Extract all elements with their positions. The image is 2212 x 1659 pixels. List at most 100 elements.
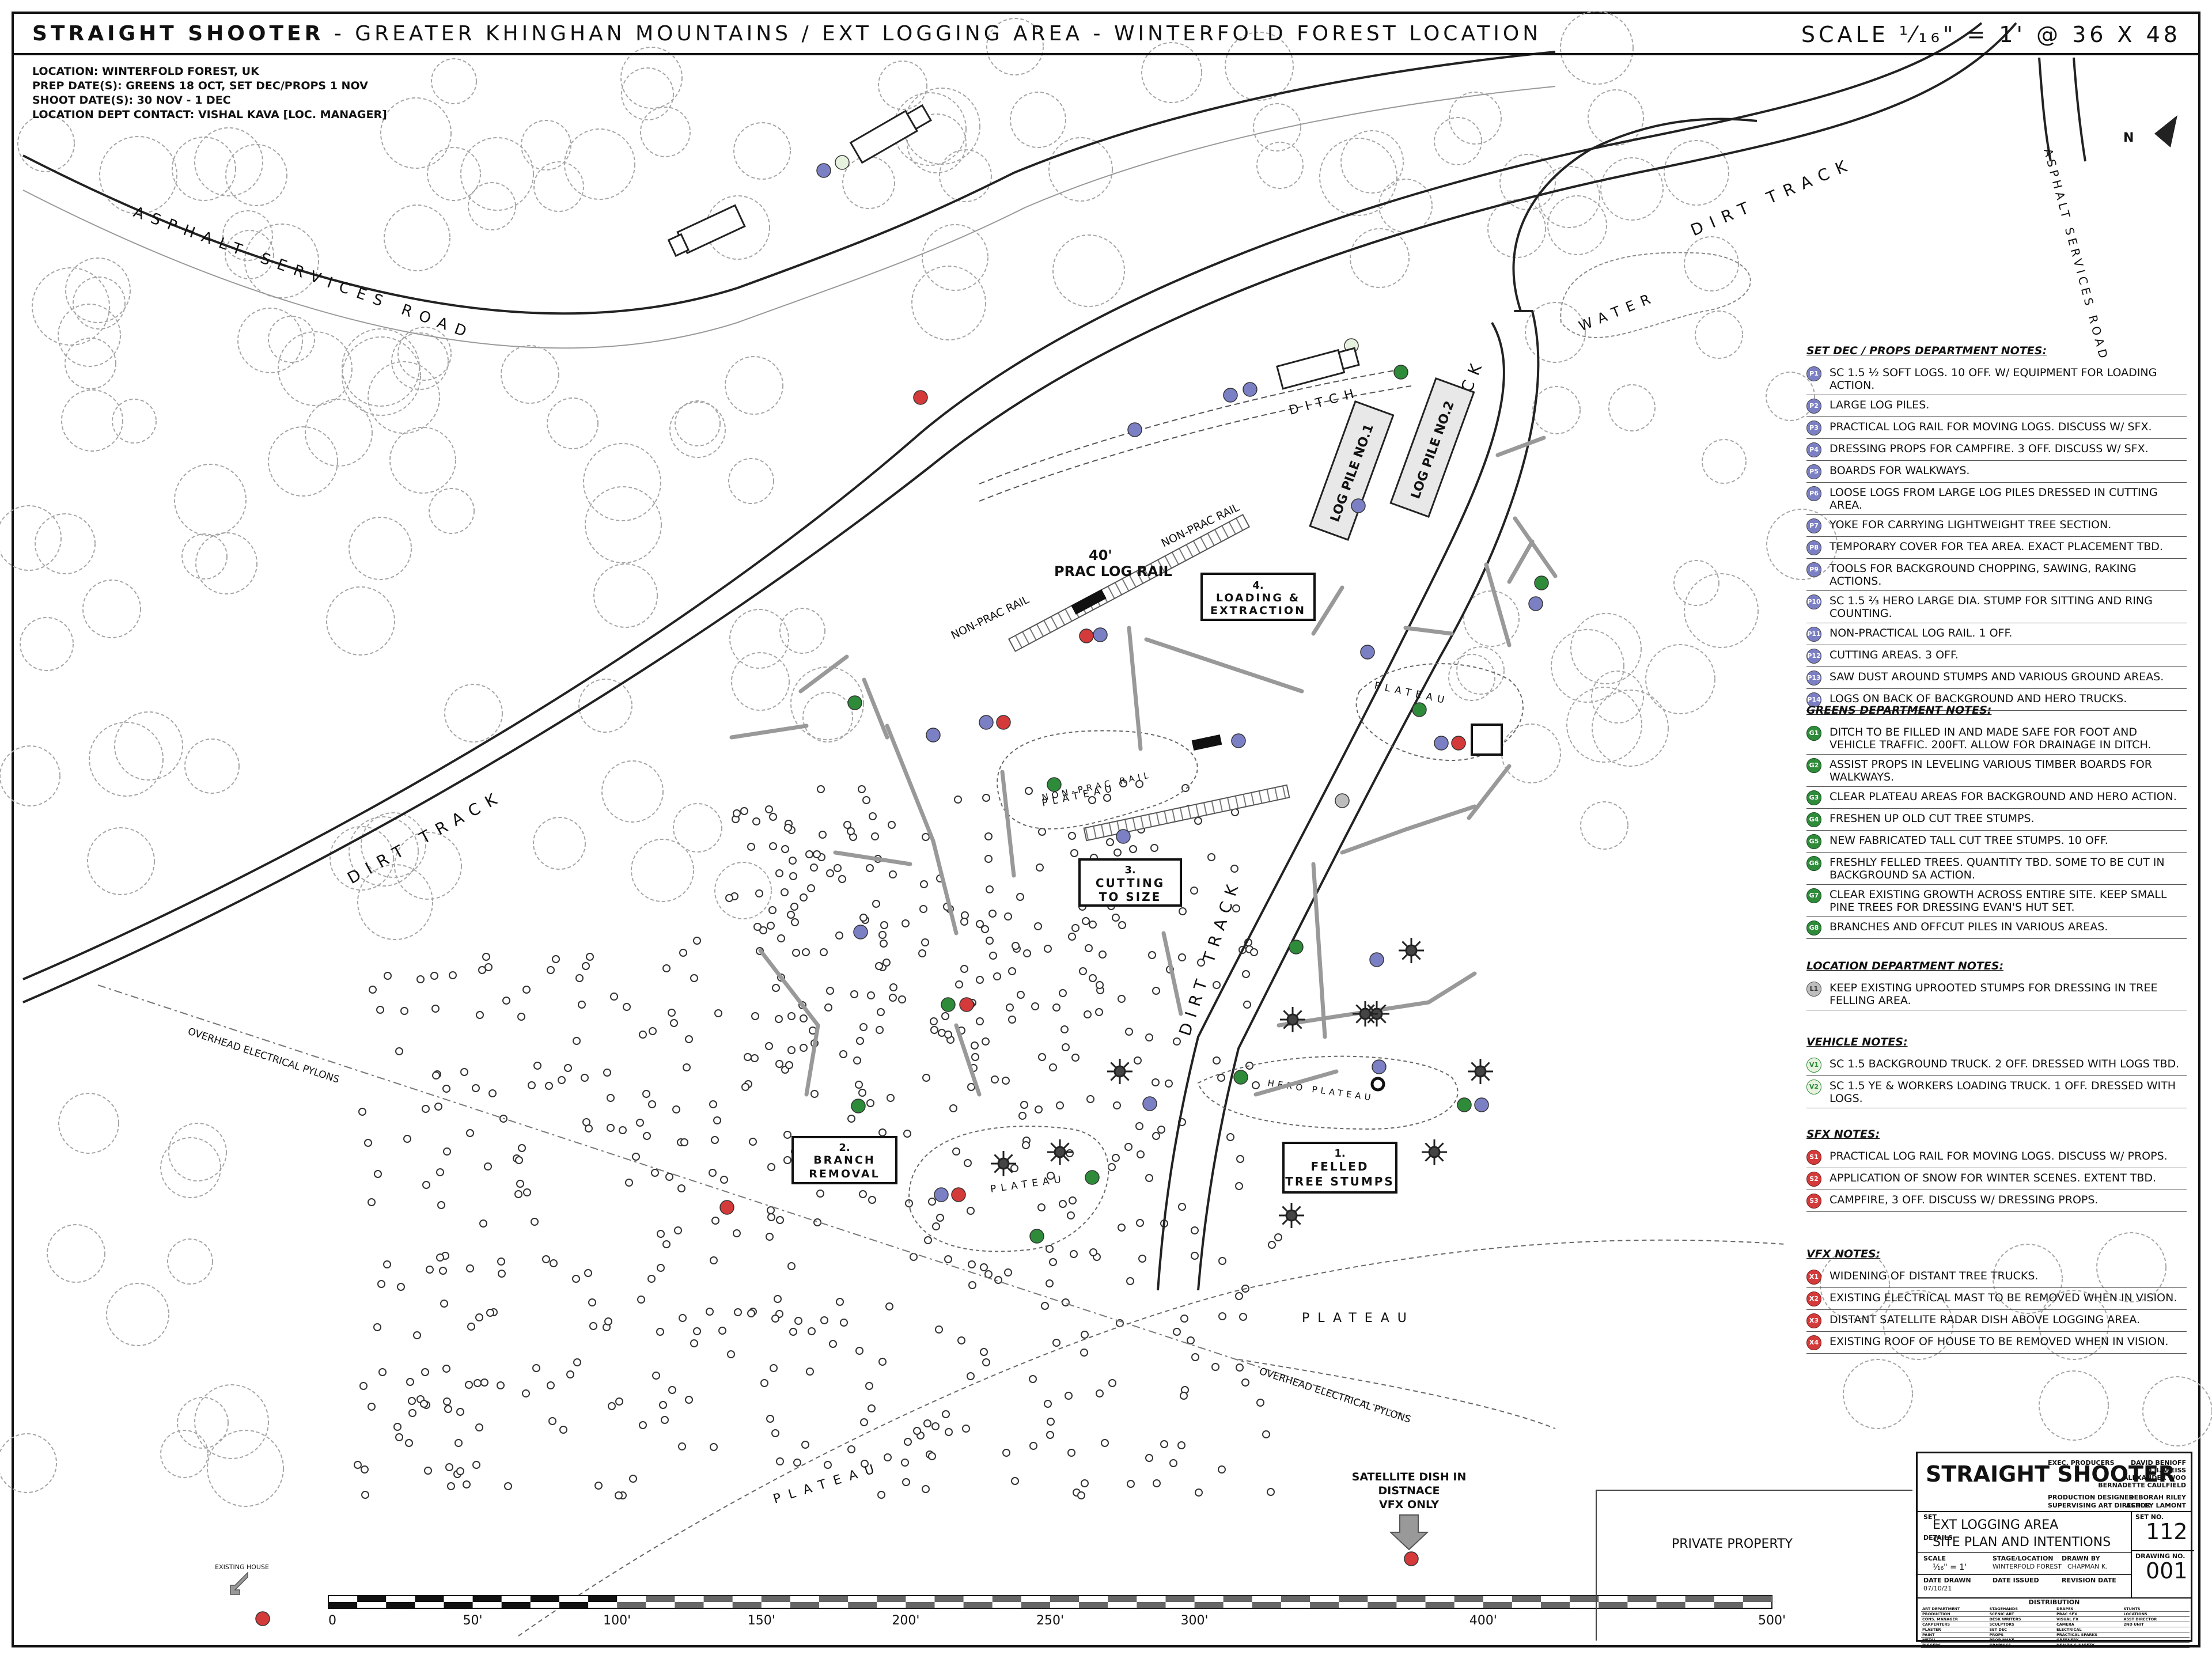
tree-canopy — [114, 711, 183, 781]
note-text: TOOLS FOR BACKGROUND CHOPPING, SAWING, R… — [1830, 562, 2137, 588]
marker-p12-icon — [1116, 829, 1131, 844]
marker-g3-icon — [1233, 1070, 1248, 1085]
tree-canopy — [1501, 724, 1561, 783]
stump — [463, 1480, 471, 1488]
stump — [1129, 845, 1137, 853]
notes-title: SFX NOTES: — [1806, 1128, 1880, 1141]
stump — [1112, 1154, 1120, 1162]
tree-canopy — [728, 458, 774, 504]
marker-p2-icon — [1351, 498, 1366, 513]
stump — [887, 1094, 895, 1102]
stump — [944, 1255, 952, 1263]
note-badge-icon: P8 — [1806, 540, 1821, 555]
stump — [514, 1190, 522, 1198]
tb-revision-label: REVISION DATE — [2062, 1577, 2116, 1584]
stump — [443, 1397, 451, 1406]
stump — [976, 920, 984, 928]
stump — [1137, 1150, 1145, 1158]
stump — [718, 1327, 726, 1335]
note-badge-icon: P7 — [1806, 518, 1821, 533]
stump — [1152, 1078, 1160, 1086]
stump — [442, 1365, 450, 1373]
stump — [672, 1105, 680, 1113]
note-badge-icon: G5 — [1806, 834, 1821, 849]
stump — [903, 1130, 911, 1138]
note-text: WIDENING OF DISTANT TREE TRUCKS. — [1830, 1270, 2039, 1282]
marker-g5-icon — [1457, 1097, 1472, 1112]
stump — [408, 1409, 416, 1417]
stump — [588, 1298, 596, 1306]
stump — [771, 1429, 779, 1437]
stump — [1152, 987, 1160, 995]
stump — [878, 1358, 887, 1366]
stump — [1059, 989, 1067, 997]
stump — [444, 1405, 452, 1413]
note-badge-icon: G6 — [1806, 856, 1821, 871]
tree-canopy — [194, 1384, 269, 1459]
stump — [709, 1169, 717, 1177]
stump — [1108, 1379, 1116, 1387]
stump — [497, 1257, 505, 1266]
stump — [480, 1378, 488, 1387]
tree-canopy — [342, 336, 421, 416]
walkway-board — [1253, 1069, 1339, 1097]
satellite-dish-label: SATELLITE DISH IN DISTNACE VFX ONLY — [1352, 1471, 1466, 1551]
walkway-board — [885, 724, 935, 843]
note-badge-icon: S3 — [1806, 1194, 1821, 1209]
note-markers — [255, 155, 1549, 1626]
stump — [807, 884, 815, 892]
tree-canopy — [903, 88, 980, 165]
stump — [1044, 1400, 1052, 1408]
stump — [1217, 1074, 1225, 1082]
ditch — [979, 368, 1406, 484]
tree-canopy — [1766, 509, 1838, 580]
tb-drawingno-label: DRAWING NO. — [2135, 1552, 2186, 1560]
stump — [971, 1053, 979, 1061]
stump — [944, 1031, 952, 1039]
notes-title: VFX NOTES: — [1806, 1248, 1881, 1260]
marker-s3-icon — [951, 1187, 966, 1202]
tree-canopy — [675, 400, 721, 446]
walkway-board — [1127, 626, 1143, 751]
stump — [767, 1206, 775, 1214]
tb-exec-name: ALEXANDER WOO — [2123, 1474, 2186, 1482]
stump — [1044, 945, 1052, 953]
note-badge-icon: X3 — [1806, 1313, 1821, 1328]
tree-canopy — [329, 826, 394, 891]
stump — [1068, 832, 1076, 840]
stump — [439, 1267, 447, 1275]
stump — [1218, 1312, 1226, 1320]
stump — [364, 1139, 372, 1147]
stump — [594, 1482, 603, 1490]
marker-g8-icon — [1534, 575, 1549, 590]
stump — [816, 1190, 824, 1198]
stump — [910, 1253, 918, 1261]
stump — [922, 1074, 930, 1082]
stump — [359, 1382, 368, 1390]
stump — [531, 1218, 539, 1226]
tree-canopy — [2039, 1370, 2109, 1441]
stump — [548, 1417, 556, 1425]
tree-canopy — [1684, 573, 1759, 648]
stump — [619, 1126, 627, 1134]
truck-v1 — [849, 104, 932, 164]
stump — [1173, 1037, 1181, 1046]
stump — [1046, 1431, 1054, 1439]
stump — [1242, 970, 1250, 978]
stump — [919, 905, 927, 913]
stump — [369, 986, 377, 994]
marker-p7-icon — [1360, 645, 1375, 660]
stump — [868, 1196, 876, 1204]
stump — [1235, 1292, 1243, 1300]
stump — [361, 1465, 369, 1474]
note-text: FRESHEN UP OLD CUT TREE STUMPS. — [1830, 812, 2035, 825]
overhead-pylons-line — [97, 984, 1412, 1418]
stump — [1145, 1033, 1153, 1041]
scale-tick-label: 200' — [892, 1613, 919, 1628]
